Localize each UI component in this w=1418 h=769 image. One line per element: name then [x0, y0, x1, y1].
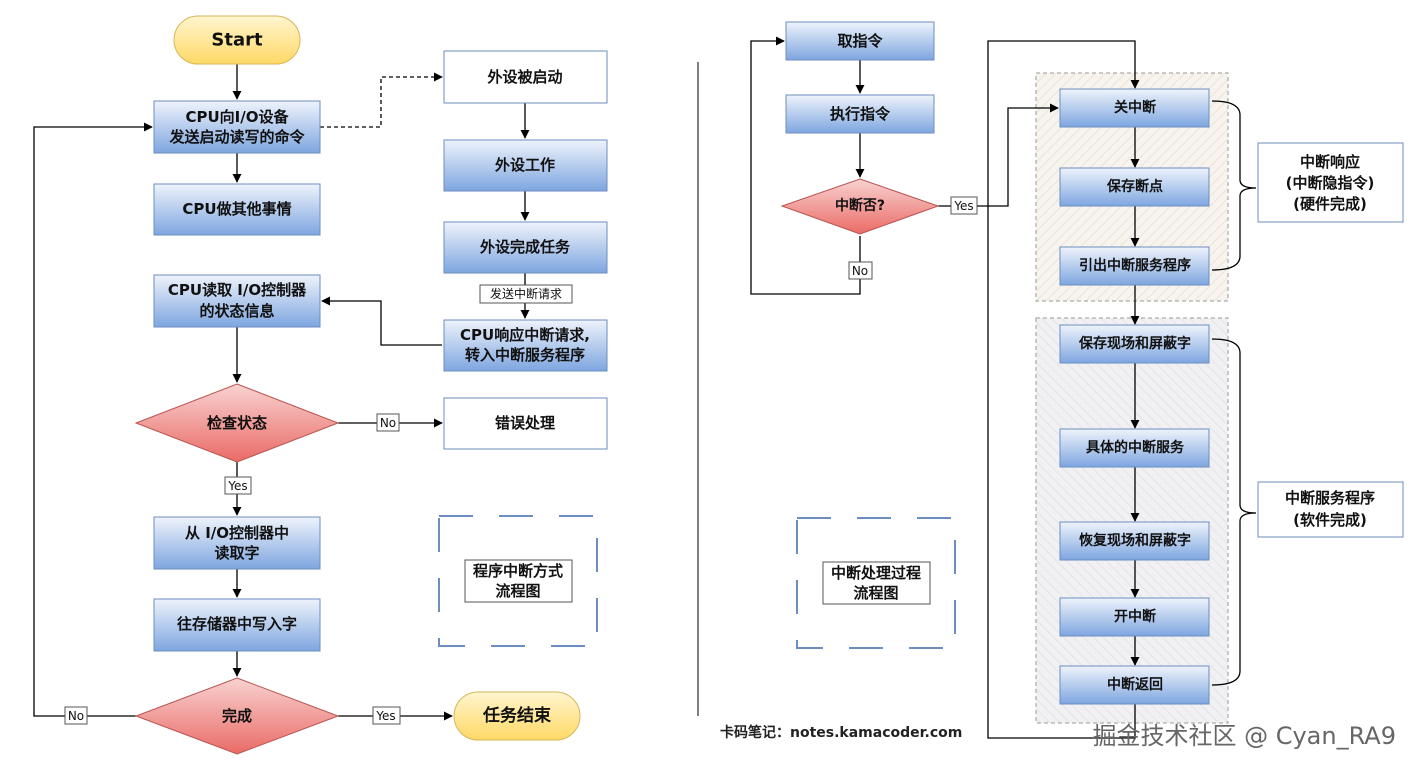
write-memory-label: 往存储器中写入字: [177, 615, 297, 633]
cpu-other-work-box: CPU做其他事情: [153, 183, 321, 236]
watermark: 掘金技术社区 @ Cyan_RA9: [1092, 722, 1396, 750]
edge-send-device: [320, 72, 443, 128]
cpu-send-command-line2: 发送启动读写的命令: [168, 128, 305, 146]
interrupt-return-label: 中断返回: [1107, 676, 1163, 693]
send-interrupt-label: 发送中断请求: [479, 284, 573, 304]
done-diamond: 完成: [134, 677, 340, 755]
error-handling-label: 错误处理: [495, 414, 555, 432]
disable-interrupt-box: 关中断: [1059, 88, 1210, 128]
cpu-respond-line1: CPU响应中断请求,: [460, 326, 590, 344]
edge-done-loop: [33, 122, 153, 717]
cpu-read-status-box: CPU读取 I/O控制器 的状态信息: [153, 274, 321, 328]
read-word-box: 从 I/O控制器中 读取字: [153, 516, 321, 570]
yes-label-done: Yes: [372, 706, 401, 725]
interrupt-question-diamond: 中断否?: [780, 178, 940, 235]
software-group: [1035, 317, 1229, 724]
svg-text:Yes: Yes: [375, 709, 395, 723]
svg-text:No: No: [68, 709, 84, 723]
left-caption-line2: 流程图: [495, 582, 540, 600]
device-working-label: 外设工作: [494, 156, 555, 174]
software-note-line1: 中断服务程序: [1285, 489, 1375, 507]
lead-isr-box: 引出中断服务程序: [1059, 246, 1210, 286]
restore-context-label: 恢复现场和屏蔽字: [1079, 532, 1191, 549]
hardware-note-line2: (中断隐指令): [1286, 174, 1375, 192]
yes-label-check: Yes: [224, 476, 252, 495]
right-caption: 中断处理过程 流程图: [796, 517, 956, 649]
hardware-note-box: 中断响应 (中断隐指令) (硬件完成): [1257, 142, 1404, 223]
device-started-label: 外设被启动: [486, 68, 562, 86]
done-label: 完成: [222, 707, 252, 725]
interrupt-return-box: 中断返回: [1059, 665, 1210, 705]
cpu-respond-line2: 转入中断服务程序: [465, 346, 585, 364]
check-status-label: 检查状态: [207, 414, 267, 432]
device-done-label: 外设完成任务: [479, 238, 571, 256]
restore-context-box: 恢复现场和屏蔽字: [1059, 521, 1210, 561]
start-label: Start: [211, 30, 263, 51]
isr-service-box: 具体的中断服务: [1059, 428, 1210, 468]
task-end-label: 任务结束: [482, 705, 551, 726]
error-handling-box: 错误处理: [443, 397, 608, 450]
enable-interrupt-label: 开中断: [1114, 608, 1156, 625]
cpu-read-status-line2: 的状态信息: [199, 302, 274, 320]
execute-instruction-label: 执行指令: [830, 105, 891, 123]
enable-interrupt-box: 开中断: [1059, 597, 1210, 637]
no-label-interrupt: No: [848, 261, 873, 280]
execute-instruction-box: 执行指令: [785, 94, 935, 134]
edge-return-loop: [987, 40, 1140, 739]
device-done-box: 外设完成任务: [443, 221, 608, 274]
right-caption-line2: 流程图: [853, 584, 898, 602]
edge-q-no-loop: [750, 36, 861, 295]
svg-text:Yes: Yes: [227, 479, 247, 493]
software-note-box: 中断服务程序 (软件完成): [1257, 481, 1404, 538]
svg-text:No: No: [852, 264, 868, 278]
read-word-line1: 从 I/O控制器中: [185, 524, 289, 542]
save-breakpoint-box: 保存断点: [1059, 167, 1210, 207]
cpu-send-command-line1: CPU向I/O设备: [186, 108, 290, 126]
no-label-done: No: [64, 706, 88, 725]
save-context-box: 保存现场和屏蔽字: [1059, 324, 1210, 364]
hardware-note-line1: 中断响应: [1300, 153, 1360, 171]
svg-text:Yes: Yes: [953, 199, 973, 213]
software-brace: [1211, 338, 1257, 686]
footer-credit: 卡码笔记：notes.kamacoder.com: [720, 725, 963, 741]
left-caption-line1: 程序中断方式: [473, 562, 563, 580]
isr-service-label: 具体的中断服务: [1085, 439, 1185, 456]
lead-isr-label: 引出中断服务程序: [1079, 257, 1191, 274]
fetch-instruction-label: 取指令: [837, 32, 883, 50]
save-breakpoint-label: 保存断点: [1106, 178, 1163, 195]
edge-respond-readstatus: [321, 296, 442, 346]
hardware-note-line3: (硬件完成): [1293, 195, 1367, 213]
device-working-box: 外设工作: [443, 139, 608, 192]
left-caption: 程序中断方式 流程图: [438, 515, 598, 647]
software-note-line2: (软件完成): [1293, 511, 1367, 529]
write-memory-box: 往存储器中写入字: [153, 598, 321, 652]
cpu-read-status-line1: CPU读取 I/O控制器: [168, 281, 307, 299]
send-interrupt-text: 发送中断请求: [490, 286, 562, 301]
fetch-instruction-box: 取指令: [785, 21, 935, 61]
read-word-line2: 读取字: [214, 544, 259, 562]
right-caption-line1: 中断处理过程: [831, 564, 921, 582]
hardware-brace: [1211, 100, 1257, 271]
cpu-respond-box: CPU响应中断请求, 转入中断服务程序: [443, 319, 608, 372]
no-label-check: No: [376, 413, 400, 432]
task-end-terminal: 任务结束: [453, 691, 581, 741]
svg-text:No: No: [380, 416, 396, 430]
disable-interrupt-label: 关中断: [1114, 99, 1156, 116]
start-terminal: Start: [173, 15, 301, 65]
check-status-diamond: 检查状态: [134, 383, 340, 463]
save-context-label: 保存现场和屏蔽字: [1078, 335, 1191, 352]
cpu-send-command-box: CPU向I/O设备 发送启动读写的命令: [153, 100, 321, 154]
interrupt-question-label: 中断否?: [835, 197, 885, 214]
cpu-other-work-label: CPU做其他事情: [182, 200, 291, 218]
yes-label-interrupt: Yes: [950, 196, 978, 215]
device-started-box: 外设被启动: [443, 50, 608, 104]
